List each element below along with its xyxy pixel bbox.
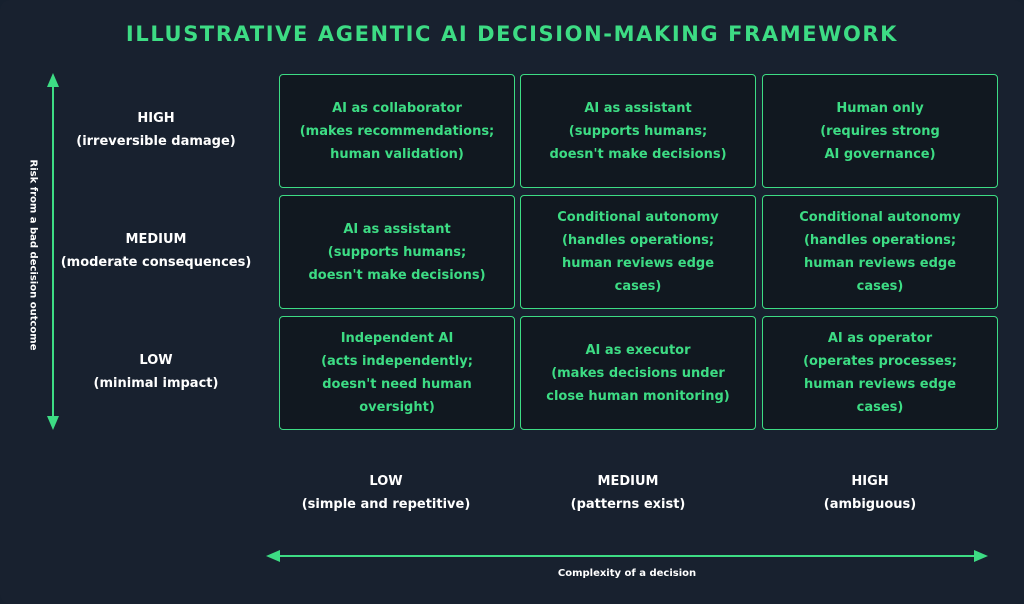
cell-line: (supports humans;	[568, 123, 708, 139]
cell-line: doesn't make decisions)	[549, 146, 727, 162]
cell-line: close human monitoring)	[546, 388, 730, 404]
col-label-medium: MEDIUM (patterns exist)	[510, 470, 746, 516]
cell-medium-risk-medium-complexity: Conditional autonomy (handles operations…	[520, 195, 756, 309]
cell-high-risk-low-complexity: AI as collaborator (makes recommendation…	[279, 74, 515, 188]
y-axis-arrow	[47, 73, 59, 430]
cell-line: AI as collaborator	[332, 100, 462, 116]
col-label-low: LOW (simple and repetitive)	[268, 470, 504, 516]
cell-low-risk-medium-complexity: AI as executor (makes decisions under cl…	[520, 316, 756, 430]
cell-line: Conditional autonomy	[799, 210, 961, 225]
cell-line: oversight)	[359, 400, 435, 415]
x-axis-arrow	[266, 550, 988, 562]
cell-line: human reviews edge	[803, 377, 957, 392]
row-label-desc: (minimal impact)	[93, 376, 219, 391]
cell-line: Conditional autonomy	[557, 210, 719, 225]
cell-line: AI as operator	[827, 331, 933, 346]
cell-line: (requires strong	[820, 123, 940, 139]
diagram-title: ILLUSTRATIVE AGENTIC AI DECISION-MAKING …	[125, 22, 899, 46]
row-label-low: LOW (minimal impact)	[56, 349, 256, 395]
cell-line: human reviews edge	[803, 256, 957, 271]
cell-high-risk-medium-complexity: AI as assistant (supports humans; doesn'…	[520, 74, 756, 188]
cell-line: cases)	[856, 400, 904, 415]
cell-line: doesn't need human	[322, 377, 472, 392]
row-label-name: MEDIUM	[125, 232, 187, 247]
row-label-name: HIGH	[137, 111, 175, 126]
cell-line: Independent AI	[340, 331, 454, 346]
cell-line: (makes recommendations;	[299, 123, 495, 139]
cell-line: cases)	[614, 279, 662, 294]
row-label-desc: (moderate consequences)	[60, 255, 252, 270]
cell-line: AI as assistant	[343, 221, 451, 237]
col-label-desc: (ambiguous)	[823, 497, 917, 512]
cell-medium-risk-low-complexity: AI as assistant (supports humans; doesn'…	[279, 195, 515, 309]
cell-line: human validation)	[330, 146, 464, 162]
cell-line: cases)	[856, 279, 904, 294]
cell-line: AI as assistant	[584, 100, 692, 116]
cell-line: (acts independently;	[321, 354, 473, 369]
cell-line: (makes decisions under	[551, 365, 725, 381]
cell-line: AI governance)	[824, 146, 936, 162]
cell-line: (operates processes;	[803, 354, 957, 369]
y-axis-title-text: Risk from a bad decision outcome	[27, 159, 39, 351]
col-label-name: HIGH	[851, 474, 889, 489]
row-label-name: LOW	[139, 353, 173, 368]
col-label-name: LOW	[369, 474, 403, 489]
cell-line: (handles operations;	[561, 233, 715, 248]
col-label-high: HIGH (ambiguous)	[752, 470, 988, 516]
col-label-desc: (simple and repetitive)	[301, 497, 471, 512]
col-label-desc: (patterns exist)	[570, 497, 686, 512]
row-label-medium: MEDIUM (moderate consequences)	[56, 228, 256, 274]
row-label-high: HIGH (irreversible damage)	[56, 107, 256, 153]
cell-line: (supports humans;	[327, 244, 467, 260]
cell-line: doesn't make decisions)	[308, 267, 486, 283]
cell-line: AI as executor	[585, 342, 691, 358]
cell-line: human reviews edge	[561, 256, 715, 271]
cell-line: (handles operations;	[803, 233, 957, 248]
row-label-desc: (irreversible damage)	[76, 134, 236, 149]
cell-medium-risk-high-complexity: Conditional autonomy (handles operations…	[762, 195, 998, 309]
x-axis-title: Complexity of a decision	[557, 568, 697, 579]
cell-line: Human only	[836, 100, 924, 116]
col-label-name: MEDIUM	[597, 474, 659, 489]
cell-high-risk-high-complexity: Human only (requires strong AI governanc…	[762, 74, 998, 188]
cell-low-risk-low-complexity: Independent AI (acts independently; does…	[279, 316, 515, 430]
cell-low-risk-high-complexity: AI as operator (operates processes; huma…	[762, 316, 998, 430]
